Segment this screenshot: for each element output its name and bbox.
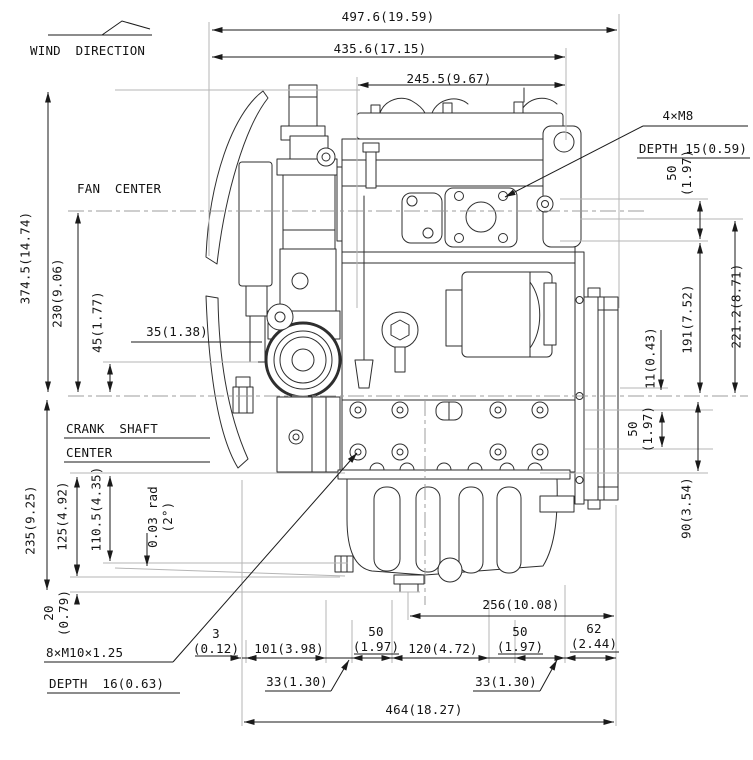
dim-101-label: 101(3.98) <box>254 641 324 656</box>
intake-flange <box>444 187 518 248</box>
dim-221-label: 221.2(8.71) <box>728 263 744 349</box>
fan-center-label: FAN CENTER <box>77 181 162 196</box>
crankcase-bolt-holes <box>349 401 549 461</box>
leader-lines <box>44 125 750 694</box>
dim-50-bottom-a-label: 50 (1.97) <box>352 624 400 654</box>
callout-m8-depth-label: DEPTH 15(0.59) <box>638 141 748 156</box>
callout-m10-label: 8×M10×1.25 <box>46 645 124 660</box>
oil-pan <box>334 462 571 583</box>
wind-direction-symbol <box>48 20 152 36</box>
side-bracket <box>401 192 443 244</box>
dim-50-mid-right-label: 50 (1.97) <box>625 405 655 453</box>
tilt-label: 0.03 rad (2°) <box>145 486 175 548</box>
wind-direction-label: WIND DIRECTION <box>30 43 146 58</box>
dim-235-label: 235(9.25) <box>22 485 38 555</box>
dim-45-label: 45(1.77) <box>89 291 105 353</box>
dim-374-label: 374.5(14.74) <box>17 211 33 305</box>
dim-125-label: 125(4.92) <box>54 481 70 551</box>
dim-50-top-right-label: 50 (1.97) <box>664 149 694 197</box>
dim-497-label: 497.6(19.59) <box>341 9 435 24</box>
crank-pulley <box>264 321 342 399</box>
fan-blades <box>205 90 269 469</box>
dim-245-label: 245.5(9.67) <box>406 71 492 86</box>
idler-pulley <box>266 303 294 331</box>
dim-33-b-label: 33(1.30) <box>475 674 537 689</box>
crank-center-label: CENTER <box>66 445 113 460</box>
dim-11-label: 11(0.43) <box>642 327 658 389</box>
dim-62-label: 62 (2.44) <box>570 621 618 651</box>
dim-33-a-label: 33(1.30) <box>266 674 328 689</box>
dim-110-label: 110.5(4.35) <box>88 466 104 552</box>
callout-m8-label: 4×M8 <box>662 108 694 123</box>
starter-motor <box>445 271 557 358</box>
dim-120-label: 120(4.72) <box>408 641 478 656</box>
dim-230-label: 230(9.06) <box>49 258 65 328</box>
dim-50-bottom-b-label: 50 (1.97) <box>496 624 544 654</box>
crank-shaft-label: CRANK SHAFT <box>66 421 158 436</box>
dipstick <box>354 195 374 389</box>
callout-m10-depth-label: DEPTH 16(0.63) <box>49 676 165 691</box>
dim-90-label: 90(3.54) <box>678 477 694 539</box>
dim-3-label: 3 (0.12) <box>192 626 240 656</box>
gear-case <box>276 396 341 473</box>
dim-256-label: 256(10.08) <box>482 597 560 612</box>
dim-35-label: 35(1.38) <box>146 324 208 339</box>
dim-435-label: 435.6(17.15) <box>333 41 427 56</box>
lifting-eye <box>381 311 419 373</box>
dim-191-label: 191(7.52) <box>679 284 695 354</box>
engine-mount-boss <box>232 376 254 414</box>
rear-plate <box>536 125 582 248</box>
dim-464-label: 464(18.27) <box>385 702 463 717</box>
dim-20-label: 20 (0.79) <box>41 589 71 637</box>
